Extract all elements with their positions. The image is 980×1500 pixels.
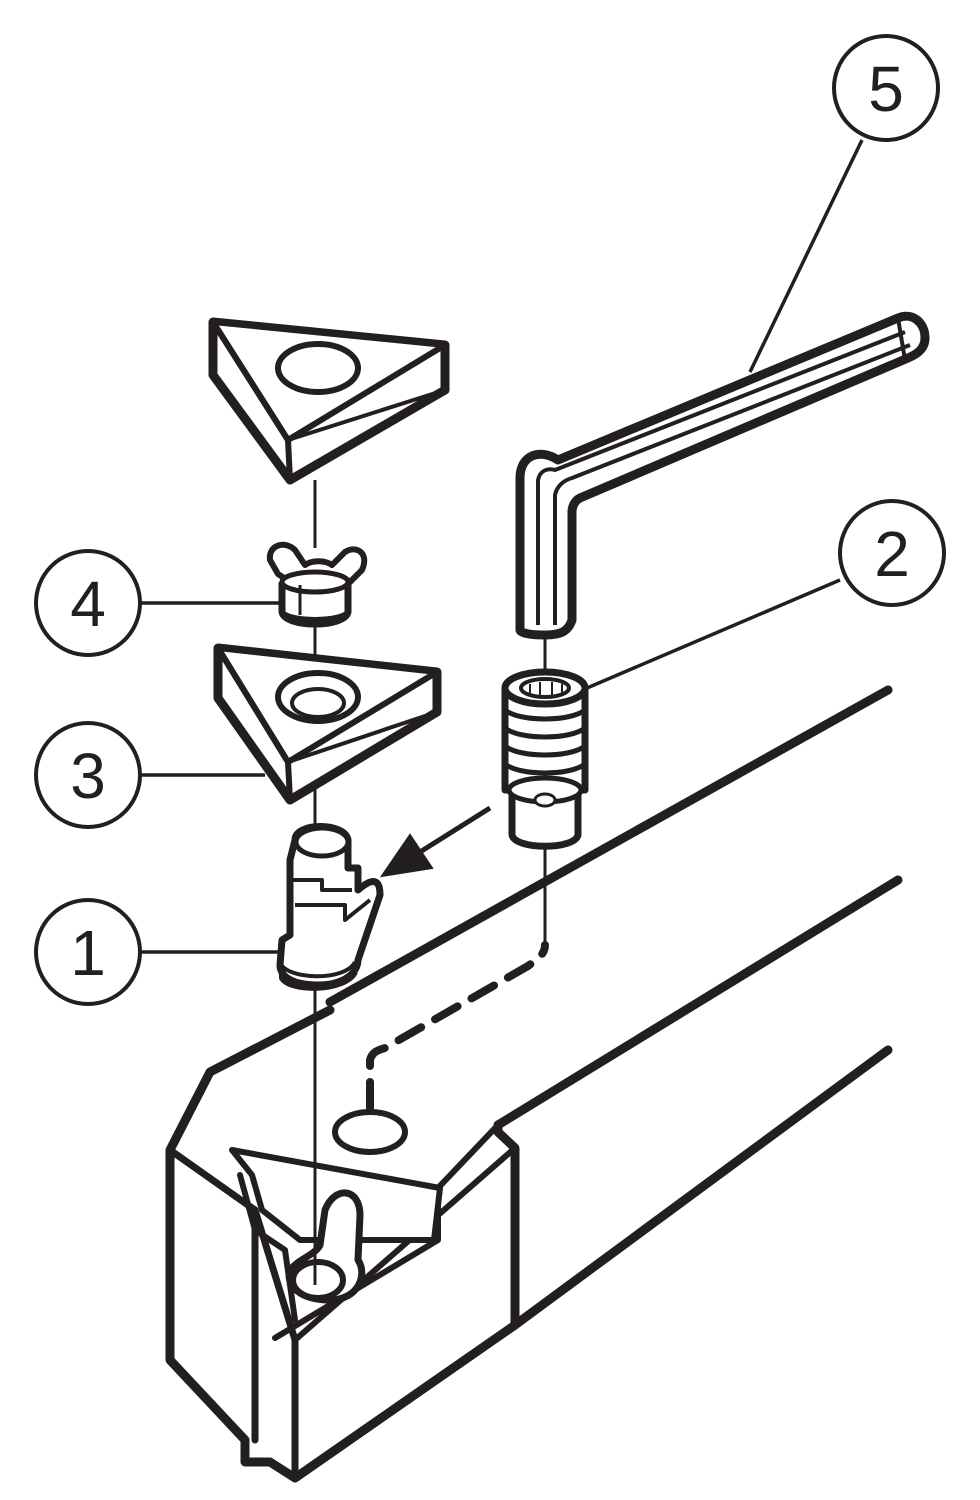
callout-3-label: 3 [70,740,106,812]
callout-3: 3 [34,721,142,829]
clamping-screw [501,668,589,850]
tool-holder-body [165,685,903,1483]
callout-4: 4 [34,549,142,657]
callout-5: 5 [832,34,940,142]
hex-key [515,311,930,640]
callout-2: 2 [838,499,946,607]
callout-1: 1 [34,898,142,1006]
callout-2-label: 2 [874,518,910,590]
callout-1-label: 1 [70,917,106,989]
cutting-insert [208,317,450,485]
assembly-axis-lines [313,480,547,1285]
lever-pin [276,823,384,991]
spring-clip [266,541,368,628]
action-arrow [379,805,492,878]
shim [213,643,442,805]
leader-lines [140,139,864,954]
callout-4-label: 4 [70,568,106,640]
callout-5-label: 5 [868,53,904,125]
